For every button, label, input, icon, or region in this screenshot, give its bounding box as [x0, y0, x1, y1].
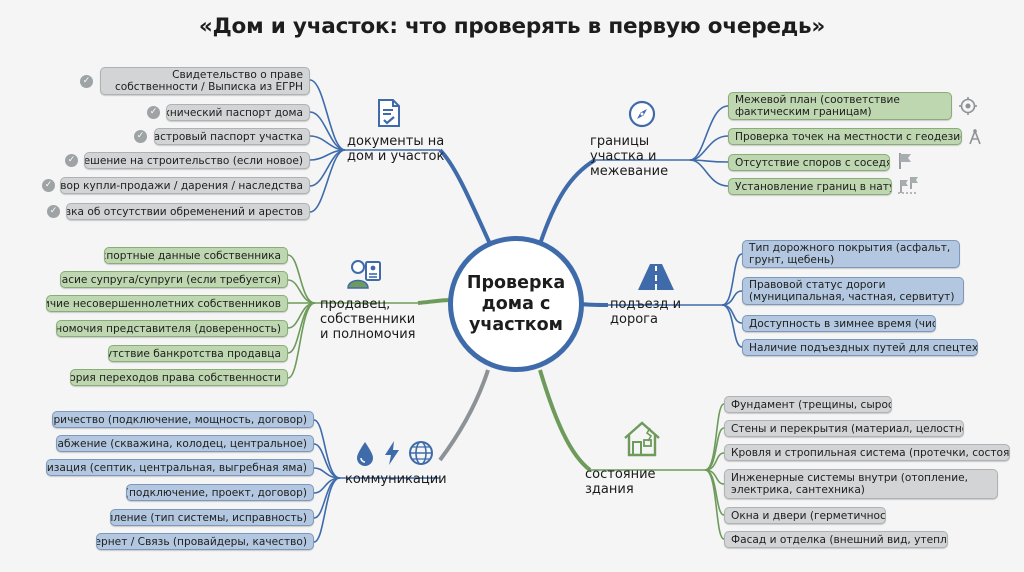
check-icon: ✓ [134, 130, 147, 143]
house-crack-icon [624, 421, 660, 457]
building-item-4[interactable]: Инженерные системы внутри (отопление, эл… [724, 469, 998, 499]
trunk-documents [438, 148, 492, 245]
check-icon: ✓ [147, 106, 160, 119]
utilities-item-4[interactable]: Газ (подключение, проект, договор) [126, 484, 314, 501]
survey-marker-icon [969, 128, 981, 145]
documents-item-1[interactable]: Свидетельство о праве собственности / Вы… [100, 67, 310, 95]
utilities-item-1[interactable]: Электричество (подключение, мощность, до… [52, 411, 314, 428]
documents-item-2[interactable]: Технический паспорт дома [166, 104, 310, 121]
branch-lines-road [608, 253, 743, 348]
seller-item-2[interactable]: Согласие супруга/супруги (если требуется… [60, 271, 288, 288]
branch-label-building: состояние здания [585, 467, 656, 497]
boundaries-item-1[interactable]: Межевой план (соответствие фактическим г… [728, 92, 952, 120]
road-icon [638, 264, 674, 290]
check-icon: ✓ [42, 179, 55, 192]
branch-label-road: подъезд и дорога [610, 297, 682, 327]
documents-item-5[interactable]: Договор купли-продажи / дарения / наслед… [60, 177, 310, 194]
central-node: Проверка дома с участком [448, 236, 584, 372]
road-item-3[interactable]: Доступность в зимнее время (чистка) [742, 315, 936, 332]
branch-label-seller: продавец, собственники и полномочия [320, 297, 416, 342]
building-item-3[interactable]: Кровля и стропильная система (протечки, … [724, 444, 1010, 461]
seller-item-6[interactable]: История переходов права собственности [70, 369, 288, 386]
utilities-item-5[interactable]: Отопление (тип системы, исправность) [110, 509, 314, 526]
seller-item-4[interactable]: Полномочия представителя (доверенность) [56, 320, 288, 337]
seller-item-1[interactable]: Паспортные данные собственника [104, 247, 288, 264]
branch-label-utilities: коммуникации [345, 472, 447, 487]
trunk-boundaries [538, 158, 597, 245]
utilities-item-6[interactable]: Интернет / Связь (провайдеры, качество) [96, 533, 314, 550]
page-title: «Дом и участок: что проверять в первую о… [198, 14, 826, 39]
target-icon [959, 97, 977, 115]
seller-item-5[interactable]: Отсутствие банкротства продавца [108, 345, 288, 362]
boundaries-item-3[interactable]: Отсутствие споров с соседями [728, 154, 890, 171]
documents-item-6[interactable]: Справка об отсутствии обременений и арес… [66, 203, 310, 220]
trunk-road [579, 302, 609, 307]
branch-label-boundaries: границы участка и межевание [590, 134, 669, 179]
documents-item-4[interactable]: Разрешение на строительство (если новое) [84, 152, 310, 169]
boundaries-item-4[interactable]: Установление границ в натуре [728, 178, 892, 195]
branch-lines-documents [309, 79, 440, 213]
central-node-label: Проверка дома с участком [466, 272, 566, 335]
road-item-4[interactable]: Наличие подъездных путей для спецтехники [742, 339, 978, 356]
check-icon: ✓ [65, 154, 78, 167]
building-item-1[interactable]: Фундамент (трещины, сырость) [724, 396, 892, 413]
document-check-icon [378, 99, 400, 127]
water-drop-icon [357, 442, 373, 466]
trunk-seller [417, 298, 453, 305]
branch-lines-building [590, 403, 725, 540]
person-id-card-icon [347, 260, 381, 289]
branch-lines-boundaries [595, 105, 729, 187]
building-item-5[interactable]: Окна и двери (герметичность) [724, 507, 886, 524]
lightning-icon [385, 441, 399, 465]
documents-item-3[interactable]: Кадастровый паспорт участка [154, 128, 310, 145]
building-item-2[interactable]: Стены и перекрытия (материал, целостност… [724, 420, 964, 437]
trunk-building [538, 369, 592, 472]
boundaries-item-2[interactable]: Проверка точек на местности с геодезисто… [728, 128, 962, 145]
building-item-6[interactable]: Фасад и отделка (внешний вид, утепление) [724, 531, 948, 548]
compass-icon [628, 100, 656, 128]
utilities-item-2[interactable]: Водоснабжение (скважина, колодец, центра… [56, 435, 314, 452]
utilities-item-3[interactable]: Канализация (септик, центральная, выгреб… [46, 459, 314, 476]
branch-label-documents: документы на дом и участок [347, 134, 445, 164]
flag-icon [899, 153, 911, 169]
check-icon: ✓ [80, 75, 93, 88]
boundary-flag-icon [898, 177, 918, 194]
road-item-2[interactable]: Правовой статус дороги (муниципальная, ч… [742, 277, 964, 305]
road-item-1[interactable]: Тип дорожного покрытия (асфальт, грунт, … [742, 240, 960, 268]
globe-icon [409, 441, 433, 465]
seller-item-3[interactable]: Наличие несовершеннолетних собственников [46, 295, 288, 312]
trunk-utilities [438, 369, 490, 462]
branch-lines-utilities [313, 419, 440, 543]
check-icon: ✓ [47, 205, 60, 218]
branch-lines-seller [287, 254, 418, 379]
